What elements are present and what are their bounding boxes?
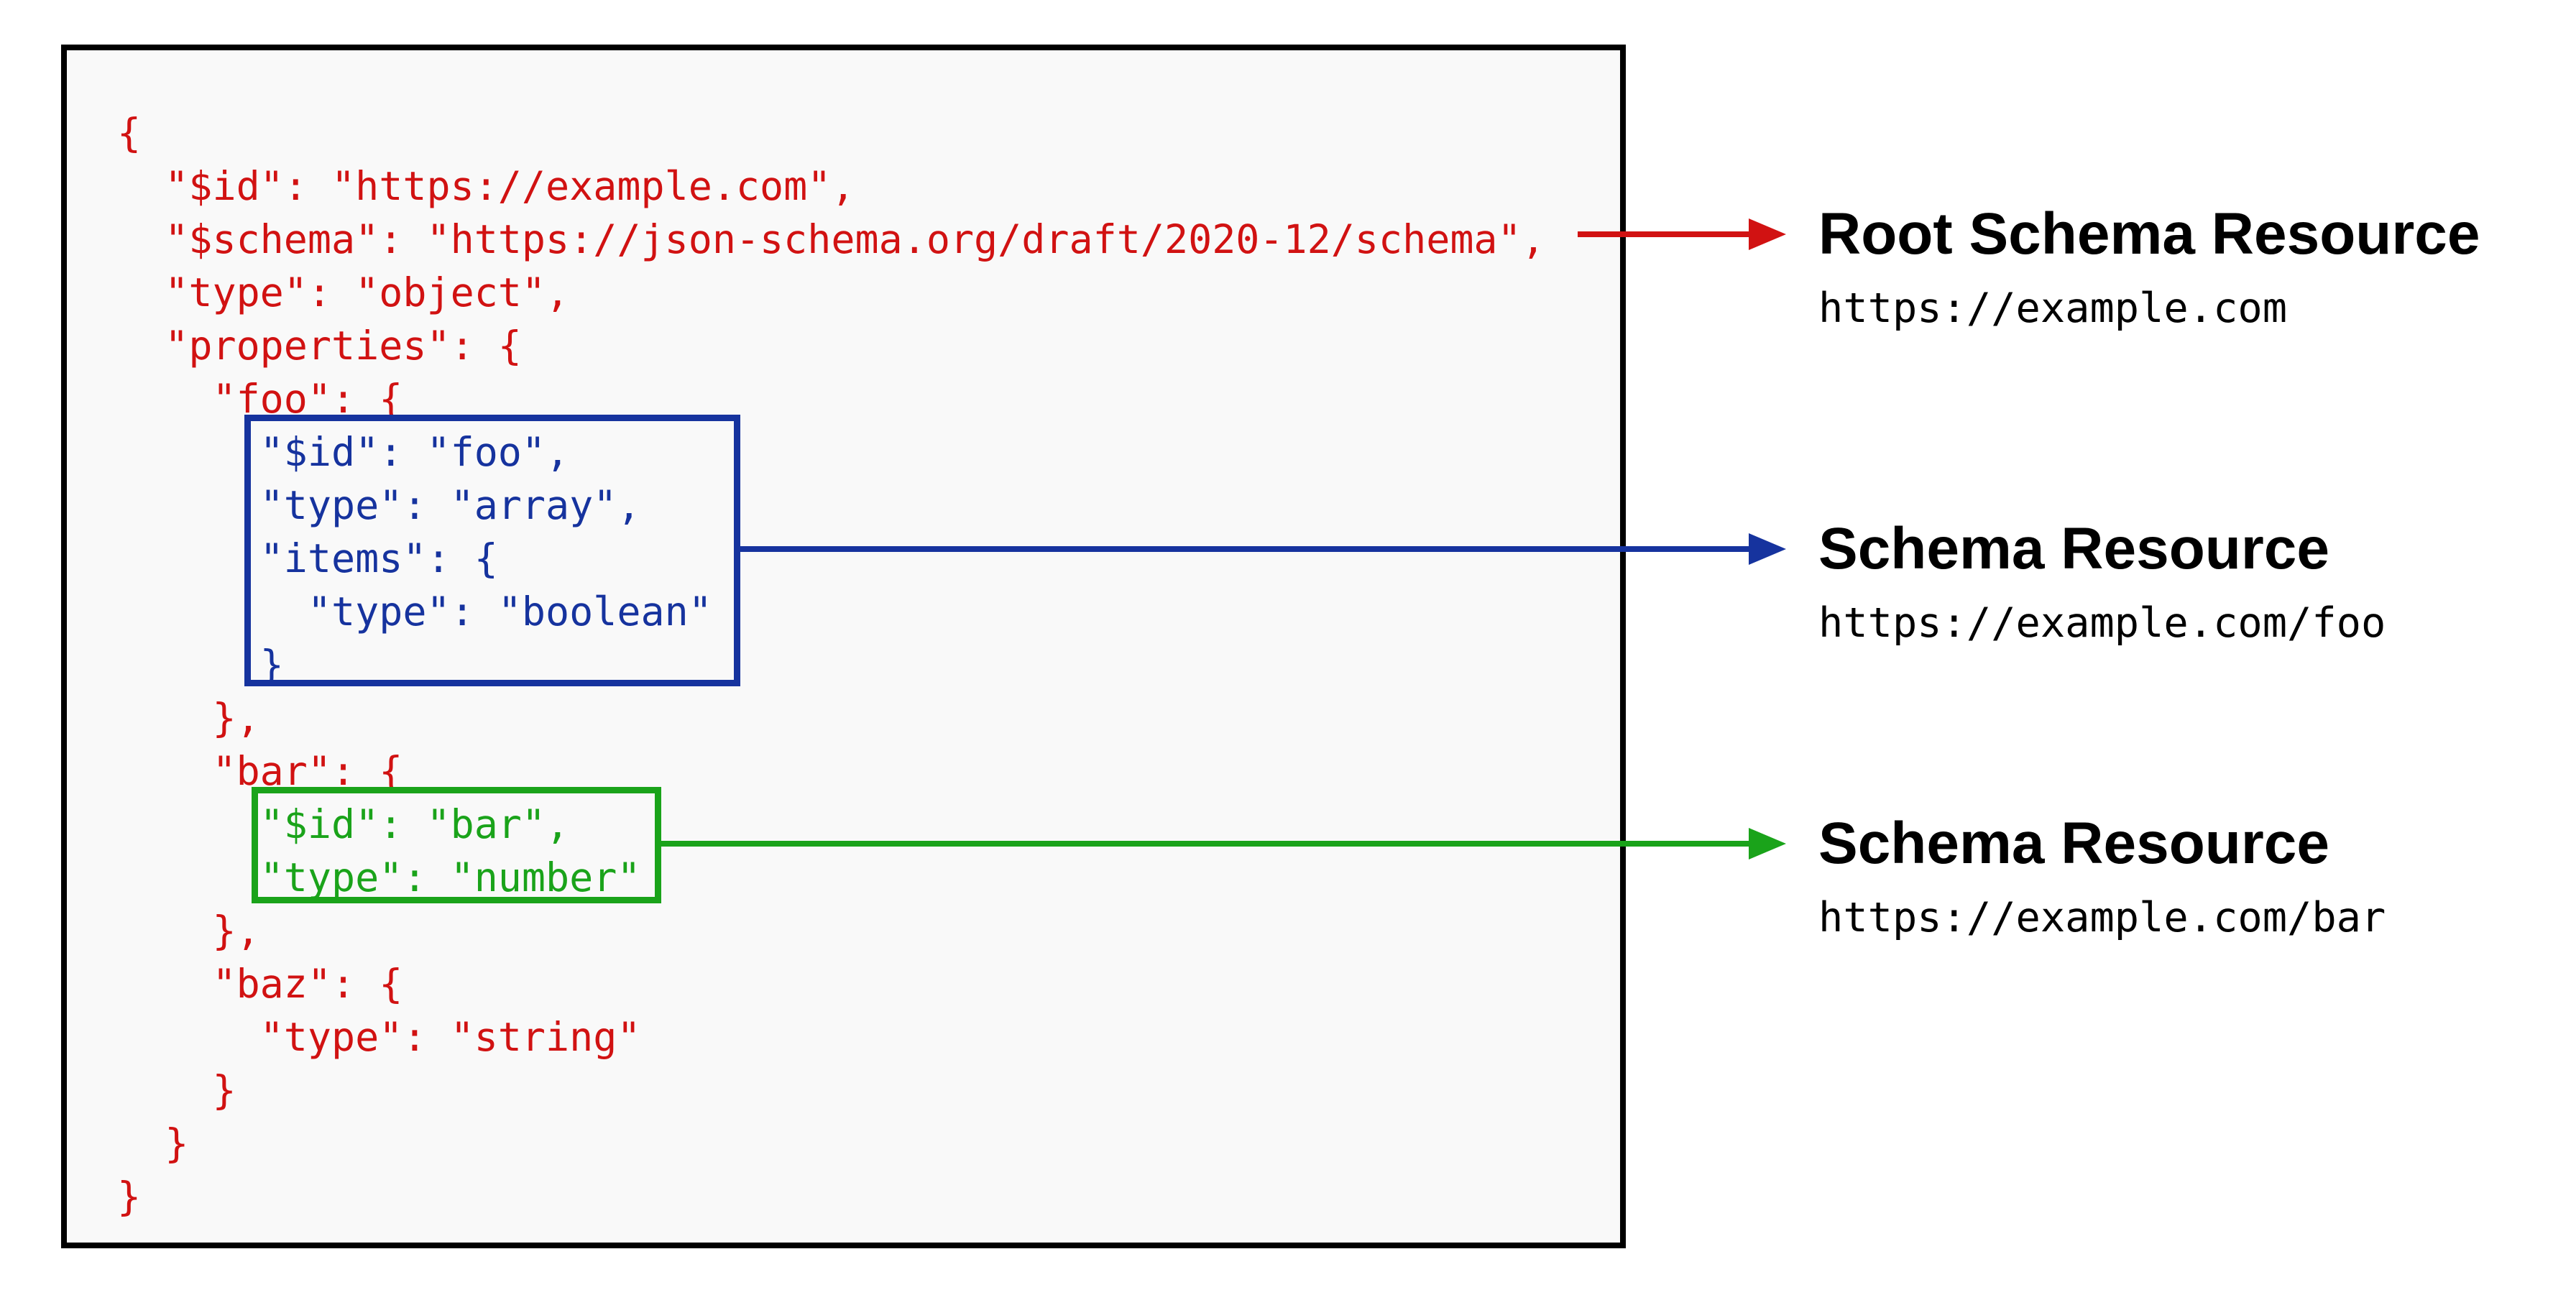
root-schema-arrow bbox=[1578, 218, 1786, 250]
code-line: "bar": { bbox=[117, 748, 403, 794]
code-line: "$schema": "https://json-schema.org/draf… bbox=[117, 216, 1545, 262]
schema-code-panel bbox=[61, 45, 1626, 1248]
arrowhead-icon bbox=[1749, 218, 1786, 250]
code-line: "$id": "https://example.com", bbox=[117, 163, 855, 209]
annotation-title: Schema Resource bbox=[1818, 516, 2330, 581]
annotation-url: https://example.com/foo bbox=[1818, 599, 2386, 647]
annotation-root-schema-resource: Root Schema Resource https://example.com bbox=[1818, 200, 2480, 333]
schema-code-block: { "$id": "https://example.com", "$schema… bbox=[117, 106, 1545, 1223]
code-line: { bbox=[117, 110, 142, 156]
annotation-title: Root Schema Resource bbox=[1818, 201, 2480, 267]
bar-schema-arrow bbox=[661, 828, 1786, 860]
code-line: } bbox=[117, 1174, 142, 1220]
annotation-url: https://example.com/bar bbox=[1818, 894, 2386, 941]
foo-schema-arrow bbox=[740, 533, 1786, 565]
arrowhead-icon bbox=[1749, 828, 1786, 860]
code-line: "type": "string" bbox=[117, 1014, 641, 1060]
code-line: "type": "array", bbox=[117, 482, 641, 528]
code-line: } bbox=[117, 1120, 189, 1166]
arrowhead-icon bbox=[1749, 533, 1786, 565]
annotation-url: https://example.com bbox=[1818, 285, 2288, 332]
code-line: }, bbox=[117, 908, 260, 954]
code-line: "type": "boolean" bbox=[117, 589, 712, 635]
code-line: } bbox=[117, 1067, 236, 1113]
code-line: "type": "object", bbox=[117, 269, 570, 315]
code-line: "items": { bbox=[117, 535, 498, 581]
code-line: "foo": { bbox=[117, 376, 403, 422]
code-line: "baz": { bbox=[117, 961, 403, 1007]
code-line: "$id": "foo", bbox=[117, 429, 570, 475]
code-line: "properties": { bbox=[117, 323, 522, 369]
annotation-title: Schema Resource bbox=[1818, 811, 2330, 876]
annotation-bar-schema-resource: Schema Resource https://example.com/bar bbox=[1818, 809, 2386, 943]
code-line: "type": "number" bbox=[117, 854, 641, 900]
code-line: } bbox=[117, 642, 284, 688]
code-line: }, bbox=[117, 695, 260, 741]
code-line: "$id": "bar", bbox=[117, 801, 570, 847]
annotation-foo-schema-resource: Schema Resource https://example.com/foo bbox=[1818, 515, 2386, 648]
